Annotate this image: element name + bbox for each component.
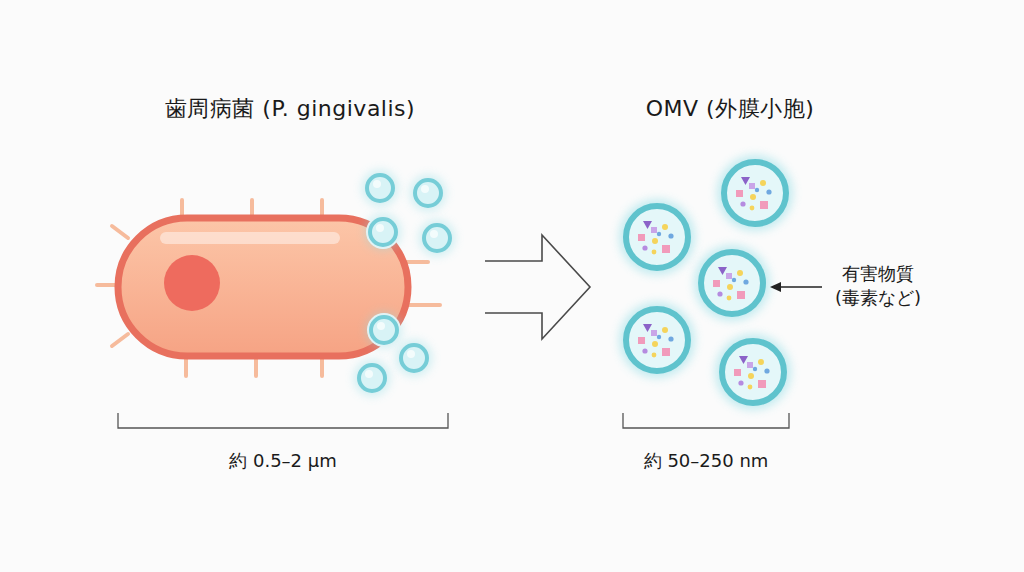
callout-label: 有害物質 (毒素など) bbox=[826, 262, 930, 311]
budding-vesicle bbox=[365, 214, 401, 250]
pili bbox=[405, 303, 440, 307]
omv-vesicle bbox=[619, 155, 793, 410]
figure-panel: 歯周病菌 (P. gingivalis) bbox=[95, 88, 485, 388]
bacterium-body bbox=[118, 218, 408, 356]
pili bbox=[112, 334, 128, 346]
leader-arrow bbox=[770, 282, 822, 292]
budding-vesicle bbox=[410, 175, 446, 211]
bacterium-body bbox=[118, 218, 408, 356]
budding-vesicle bbox=[366, 215, 400, 249]
omv-vesicle bbox=[619, 302, 695, 378]
budding-vesicle bbox=[366, 312, 402, 348]
dimension-bracket bbox=[118, 413, 448, 428]
omv-vesicle bbox=[715, 334, 791, 410]
bacterium-body bbox=[160, 232, 340, 244]
budding-vesicle bbox=[396, 340, 432, 376]
leader-arrow bbox=[778, 286, 822, 288]
panel-heading: OMV (外膜小胞) bbox=[590, 94, 870, 124]
process-arrow bbox=[485, 235, 590, 339]
budding-vesicle bbox=[367, 313, 401, 347]
dimension-bracket bbox=[118, 413, 789, 428]
pili bbox=[405, 260, 428, 264]
budding-vesicle bbox=[354, 360, 390, 396]
omv-vesicle bbox=[717, 155, 793, 231]
dimension-bracket bbox=[623, 413, 789, 428]
pili bbox=[112, 226, 128, 238]
budding-vesicle bbox=[354, 170, 455, 396]
omv-vesicle bbox=[694, 245, 770, 321]
bacterium-body bbox=[164, 255, 220, 311]
dimension-label: 約 50–250 nm bbox=[606, 449, 806, 473]
figure-panel: OMV (外膜小胞) bbox=[590, 88, 870, 408]
dimension-label: 約 0.5–2 μm bbox=[183, 449, 383, 473]
pili bbox=[97, 200, 440, 376]
panel-heading: 歯周病菌 (P. gingivalis) bbox=[95, 94, 485, 124]
budding-vesicle bbox=[362, 170, 398, 206]
budding-vesicle bbox=[419, 220, 455, 256]
process-arrow bbox=[485, 235, 590, 339]
omv-vesicle bbox=[619, 199, 695, 275]
leader-arrow bbox=[770, 282, 781, 292]
